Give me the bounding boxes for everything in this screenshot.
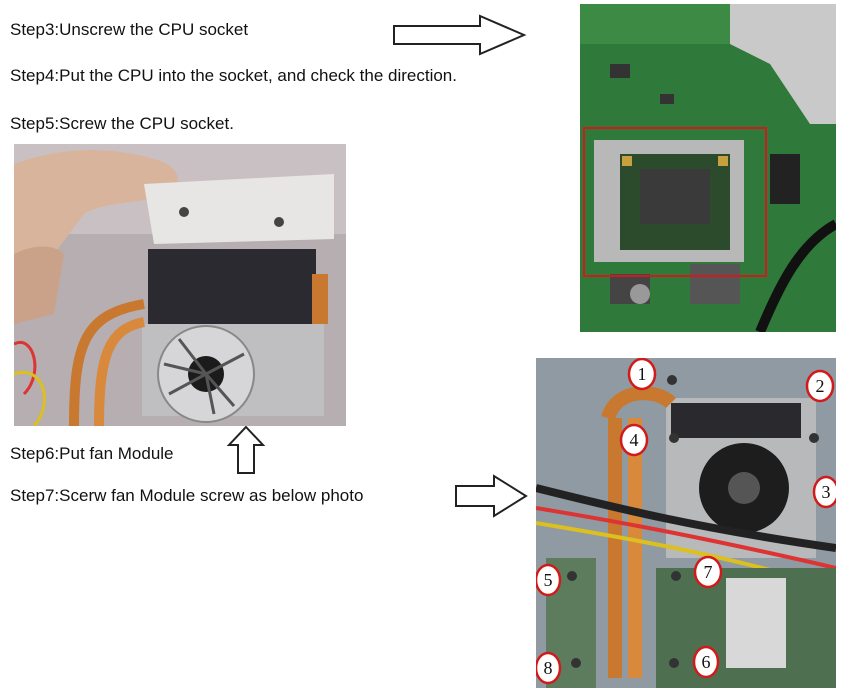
screw-label: 7 (704, 562, 713, 582)
fan-screws-photo: 1 2 3 4 5 6 7 8 (536, 358, 836, 688)
screw-label: 6 (702, 652, 711, 672)
right-arrow-icon (454, 474, 530, 518)
fan-module-photo (14, 144, 346, 426)
step7-text: Step7:Scerw fan Module screw as below ph… (10, 486, 364, 505)
step5-text: Step5:Screw the CPU socket. (10, 114, 234, 133)
step4-text: Step4:Put the CPU into the socket, and c… (10, 66, 457, 85)
screw-label: 8 (544, 658, 553, 678)
step6-text: Step6:Put fan Module (10, 444, 174, 463)
screw-label: 5 (544, 570, 553, 590)
screw-label: 3 (822, 482, 831, 502)
up-arrow-icon (226, 425, 266, 475)
step3-text: Step3:Unscrew the CPU socket (10, 20, 249, 39)
screw-label: 2 (816, 376, 825, 396)
screw-label: 4 (630, 430, 639, 450)
right-arrow-icon (392, 14, 528, 56)
cpu-socket-photo (580, 4, 836, 332)
screw-label: 1 (638, 364, 647, 384)
